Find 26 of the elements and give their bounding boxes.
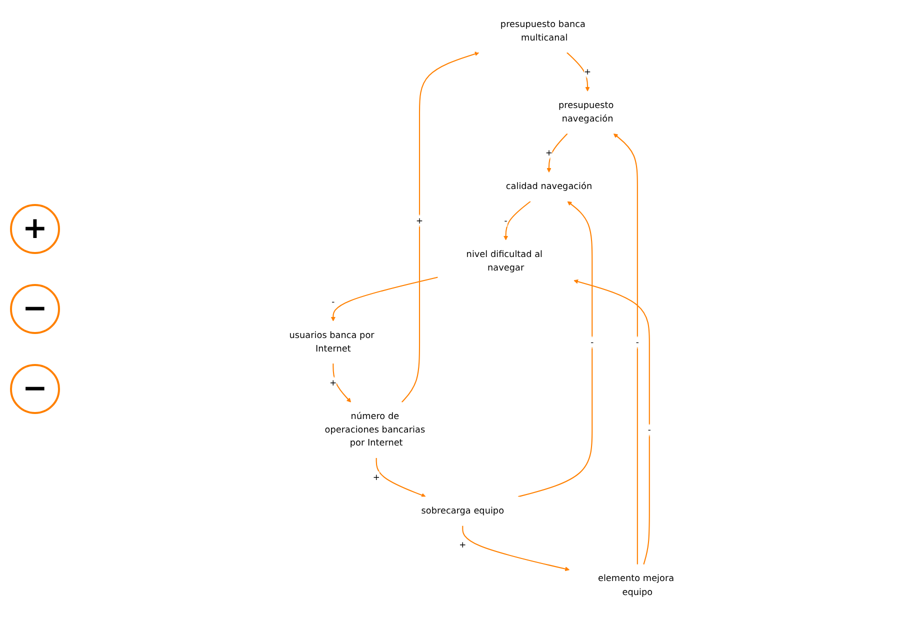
edge-label: +	[458, 540, 466, 550]
edge-label: +	[545, 148, 552, 158]
arrow	[332, 364, 351, 402]
loop-polarity-marker: +	[10, 204, 60, 254]
edge-label: -	[648, 424, 651, 435]
node-text: calidad navegación	[506, 181, 592, 192]
node-text: presupuesto navegación	[558, 100, 614, 124]
loop-polarity-marker: −	[10, 364, 60, 414]
node-text: número de operaciones bancarias por Internet	[324, 411, 425, 448]
node-text: sobrecarga equipo	[420, 506, 504, 516]
edge-label: +	[372, 472, 380, 482]
edge-label: -	[590, 337, 594, 348]
edge-label: +	[584, 66, 591, 77]
node-text: presupuesto banca multicanal	[500, 19, 586, 43]
edge-label: -	[636, 337, 639, 348]
loop-polarity-marker: −	[10, 284, 60, 334]
edge-label: +	[329, 378, 336, 388]
node-text: usuarios banca por Internet	[288, 330, 374, 354]
arrow	[376, 458, 426, 498]
edge-label: -	[504, 216, 508, 226]
node-text: nivel dificultad al navegar	[466, 248, 542, 273]
edge-label: -	[331, 296, 334, 307]
edge-label: +	[416, 216, 423, 226]
arrow	[401, 52, 480, 403]
node-text: elemento mejora equipo	[598, 573, 674, 598]
arrow	[462, 526, 570, 572]
